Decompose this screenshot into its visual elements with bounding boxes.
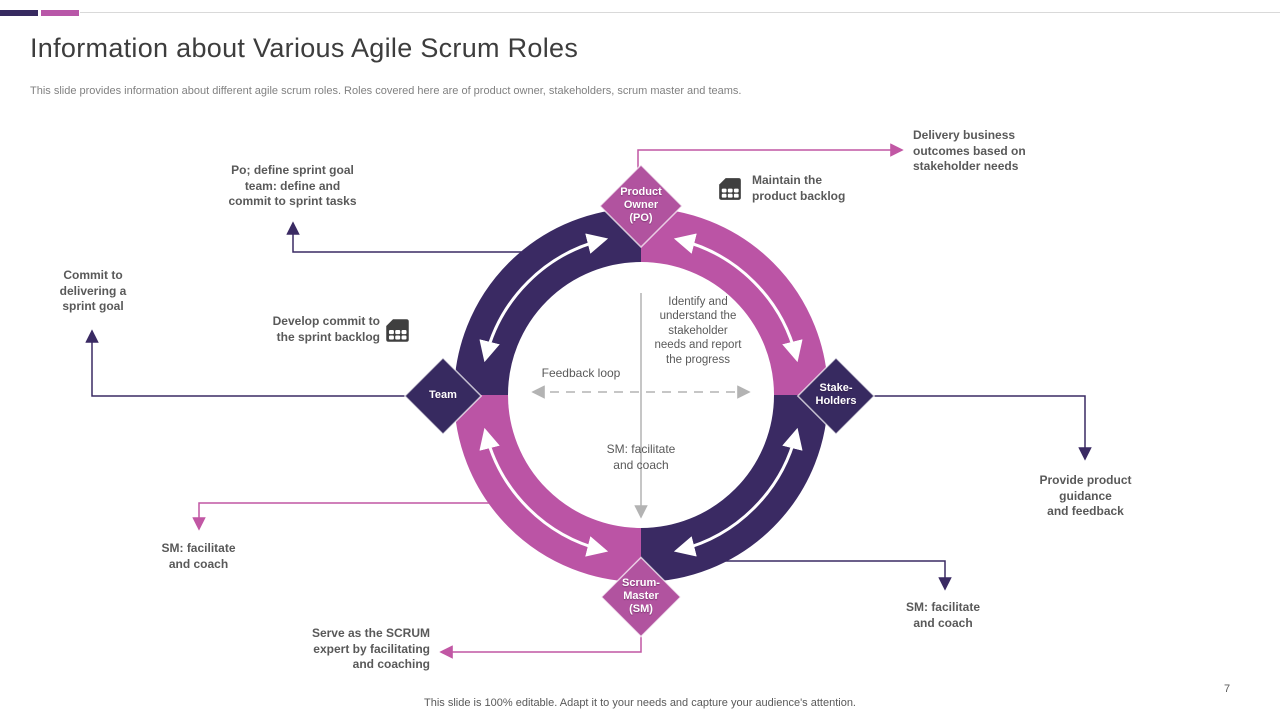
connector-team-to-commit [85,329,430,397]
sm-facilitate-center-text: SM: facilitate and coach [606,442,676,472]
cycle-arrow-bottom-right [673,427,803,557]
backlog-grid-icon [719,178,741,200]
identify-stakeholder-text: Identify and understand the stakeholder … [654,296,742,366]
footer-note: This slide is 100% editable. Adapt it to… [424,697,856,709]
connector-arc-to-po-define [286,221,545,253]
cycle-arrow-top-right [673,233,803,363]
feedback-loop-label: Feedback loop [541,366,621,380]
callout-delivery-business: Delivery business outcomes based on stak… [913,128,1026,174]
node-label-team: Team [429,389,457,401]
callout-develop-commit: Develop commit to the sprint backlog [272,314,380,344]
callout-serve-scrum-expert: Serve as the SCRUM expert by facilitatin… [311,626,430,672]
connector-sm-to-serve [439,628,642,659]
callout-maintain-backlog: Maintain the product backlog [752,173,846,203]
callout-sm-facilitate-right: SM: facilitate and coach [905,600,980,630]
header-accent-bar-pink [41,10,79,16]
arc-bottom-right-dark [640,394,828,582]
callout-provide-guidance: Provide product guidance and feedback [1039,473,1132,519]
callout-po-define: Po; define sprint goal team: define and … [228,163,357,209]
node-label-product-owner: Product Owner (PO) [620,186,662,225]
node-product-owner [598,163,684,249]
page-subtitle: This slide provides information about di… [30,85,742,97]
cycle-arrow-top-left [479,233,609,363]
header-accent-bar-dark [0,10,38,16]
callout-commit-delivering: Commit to delivering a sprint goal [59,268,127,314]
header-divider-line [80,12,1280,13]
page-number: 7 [1224,683,1231,695]
node-stakeholders [796,356,876,436]
callout-sm-facilitate-left: SM: facilitate and coach [161,541,236,571]
connector-stakeholders-to-provide [850,395,1092,461]
connector-po-to-delivery [637,143,904,172]
node-label-stakeholders: Stake- Holders [815,382,857,408]
arc-bottom-left-pink [454,394,642,582]
node-scrum-master [600,556,682,638]
backlog-grid-icon [386,319,409,342]
page-title: Information about Various Agile Scrum Ro… [30,33,579,63]
cycle-arrow-bottom-left [479,427,609,557]
connector-arc-to-sm-left [192,502,500,531]
node-label-scrum-master: Scrum- Master (SM) [622,577,660,616]
connector-arc-to-sm-right [715,560,952,591]
node-team [403,356,483,436]
